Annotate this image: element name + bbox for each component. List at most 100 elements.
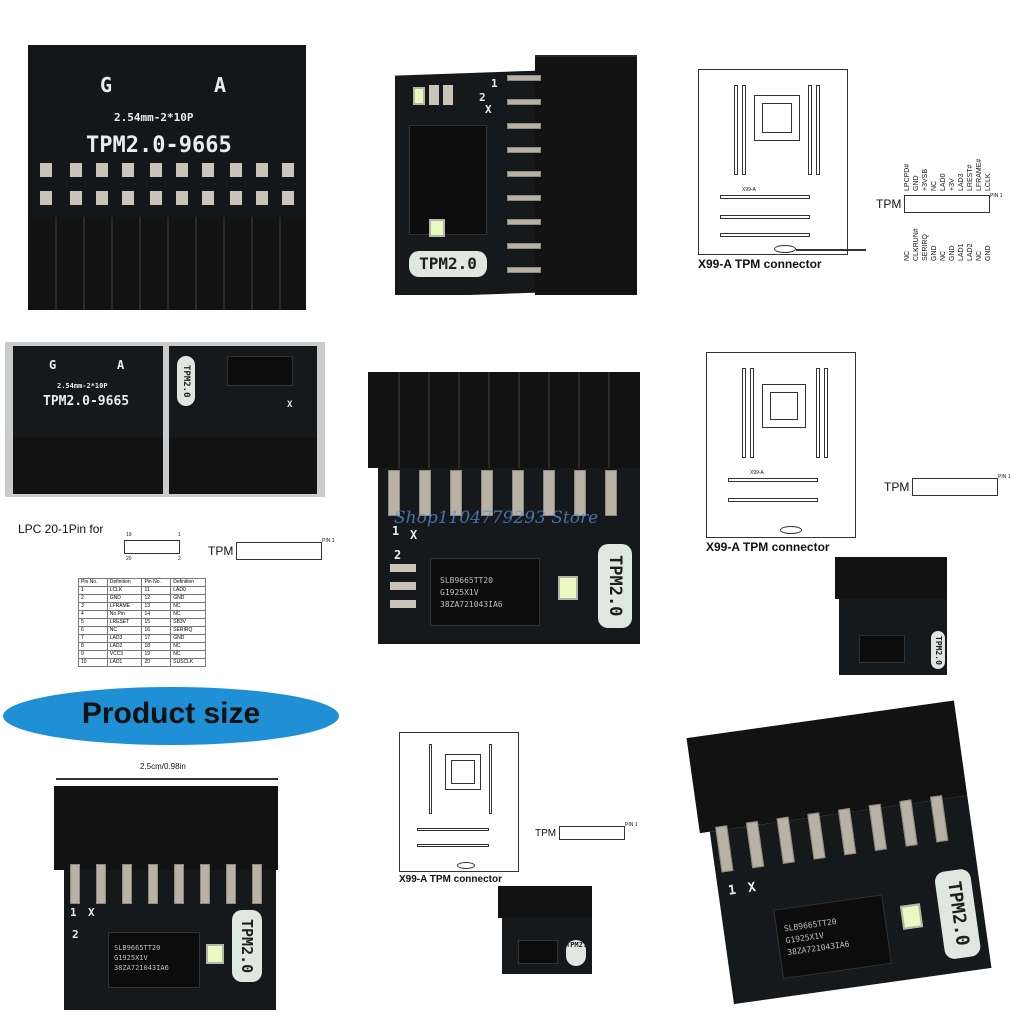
pin-row — [70, 864, 280, 906]
pin-row — [388, 470, 638, 520]
x-mark: X — [287, 400, 293, 410]
led-indicator — [413, 87, 425, 105]
tpm-label-badge: TPM2.0 — [232, 910, 262, 982]
cpu-socket — [754, 95, 800, 141]
model-text: TPM2.0-9665 — [43, 394, 130, 409]
chip-line-3: 38ZA721043IA6 — [114, 964, 169, 972]
dimension-line — [56, 778, 278, 780]
lpc-pinout-section: LPC 20-1Pin for 19 1 20 2 Pin No.Definit… — [10, 520, 350, 690]
pin-mark-19: 19 — [126, 532, 132, 538]
pin1-label: PIN 1 — [990, 193, 1003, 199]
tpm-label-badge: TPM2.0 — [931, 631, 945, 669]
pin-mark-20: 20 — [126, 556, 132, 562]
x-mark: X — [88, 906, 95, 919]
pin-mark-1: 1 — [727, 882, 738, 899]
pin-letter-g: G — [49, 358, 57, 372]
top-row-labels: LPCPD# GND +3VSB NC LAD0 +3V LAD3 LREST#… — [904, 158, 992, 191]
motherboard-diagram-bottom: X99-A TPM connector TPM PIN 1 — [395, 730, 655, 890]
pin-header — [28, 217, 306, 310]
tpm-board-tilted-photo: 1 X SLB9665TT20 G1925X1V 38ZA721043IA6 T… — [680, 690, 1010, 1010]
motherboard-diagram-middle: X99-A X99-A TPM connector TPM PIN 1 — [700, 350, 1020, 560]
pin-header — [13, 438, 163, 494]
diagram-caption: X99-A TPM connector — [399, 874, 502, 885]
pin-header — [54, 786, 278, 870]
tpm-label-badge: TPM2.0 — [598, 544, 632, 628]
pinout-title: LPC 20-1Pin for — [18, 522, 104, 536]
pin-grid — [236, 542, 322, 560]
pin-mark-2: 2 — [178, 556, 181, 562]
bottom-row-labels: NC CLKRUN# SERIRQ GND NC GND LAD1 LAD2 N… — [904, 228, 992, 261]
x-mark: X — [485, 103, 492, 116]
tpm-chip — [409, 125, 487, 235]
led-indicator-2 — [429, 219, 445, 237]
pin-mark-1: 1 — [178, 532, 181, 538]
chip-line-2: G1925X1V — [114, 954, 148, 962]
product-size-banner: Product size — [3, 687, 339, 745]
tpm-chip — [430, 558, 540, 626]
pin-mark-1: 1 — [491, 77, 498, 90]
chip-line-3: 38ZA721043IA6 — [440, 600, 503, 609]
dimension-text: 2.5cm/0.98in — [140, 762, 186, 771]
pin-letter-g: G — [100, 73, 113, 97]
pin-mark-2: 2 — [394, 548, 402, 562]
pin-mark-1: 1 — [70, 906, 77, 919]
tpm-board-thumbnail: TPM2.0 — [835, 557, 947, 675]
pin-grid — [904, 195, 990, 213]
x-mark: X — [410, 528, 418, 542]
pin-grid — [912, 478, 998, 496]
tpm-board-center-photo: Shop1104779293 Store 1 X 2 SLB9665TT20 G… — [368, 372, 640, 644]
tpm-connector-highlight — [780, 526, 802, 534]
tpm-label-badge: TPM2.0 — [409, 251, 487, 277]
led-indicator — [206, 944, 224, 964]
chip-line-1: SLB9665TT20 — [114, 944, 161, 952]
model-text: TPM2.0-9665 — [86, 133, 232, 158]
board-label: X99-A — [750, 470, 764, 476]
tpm-board-dimension-photo: 2.5cm/0.98in 1 X 2 SLB9665TT20 G1925X1V … — [52, 760, 282, 1010]
pin-column — [507, 75, 541, 295]
pin-mark-2: 2 — [72, 928, 79, 941]
pin-header-2 — [169, 438, 317, 494]
pin-mark-2: 2 — [479, 91, 486, 104]
pin-spec-text: 2.54mm-2*10P — [114, 111, 194, 124]
pin1-label: PIN 1 — [322, 538, 335, 544]
tpm-board-pair-photo: G A 2.54mm-2*10P TPM2.0-9665 TPM2.0 X — [5, 342, 325, 497]
chip-line-1: SLB9665TT20 — [440, 576, 493, 585]
tpm-label: TPM — [884, 480, 910, 494]
pin-header — [535, 55, 637, 295]
product-size-text: Product size — [81, 697, 261, 730]
tpm-chip — [227, 356, 293, 386]
chip-line-2: G1925X1V — [440, 588, 479, 597]
diagram-caption: X99-A TPM connector — [698, 257, 822, 271]
tpm-label-badge: TPM2.0 — [566, 940, 591, 966]
motherboard-outline — [698, 69, 848, 255]
tpm-board-front-photo: 1 2 X TPM2.0 — [395, 55, 637, 295]
pin-letter-a: A — [117, 358, 125, 372]
store-watermark: Shop1104779293 Store — [394, 508, 599, 528]
pin-grid — [559, 826, 625, 840]
pin-header — [368, 372, 640, 468]
pin-spec-text: 2.54mm-2*10P — [57, 382, 108, 390]
solder-pad-row — [34, 163, 300, 215]
x-mark: X — [747, 879, 757, 896]
tpm-board-back-photo: G A 2.54mm-2*10P TPM2.0-9665 — [28, 45, 306, 310]
tpm-label: TPM — [535, 828, 557, 839]
tpm-label: TPM — [876, 197, 902, 211]
tpm-label-badge: TPM2.0 — [177, 356, 195, 406]
pin-mark-1: 1 — [392, 524, 400, 538]
tpm-chip — [108, 932, 200, 988]
pin1-label: PIN 1 — [625, 822, 638, 828]
tpm-connector-highlight — [774, 245, 796, 253]
passive-components — [390, 564, 420, 620]
pin1-label: PIN 1 — [998, 474, 1011, 480]
tpm-board-thumbnail-2: TPM2.0 — [498, 886, 592, 974]
motherboard-diagram-top: X99-A X99-A TPM connector TPM PIN 1 LPCP… — [690, 65, 1020, 275]
